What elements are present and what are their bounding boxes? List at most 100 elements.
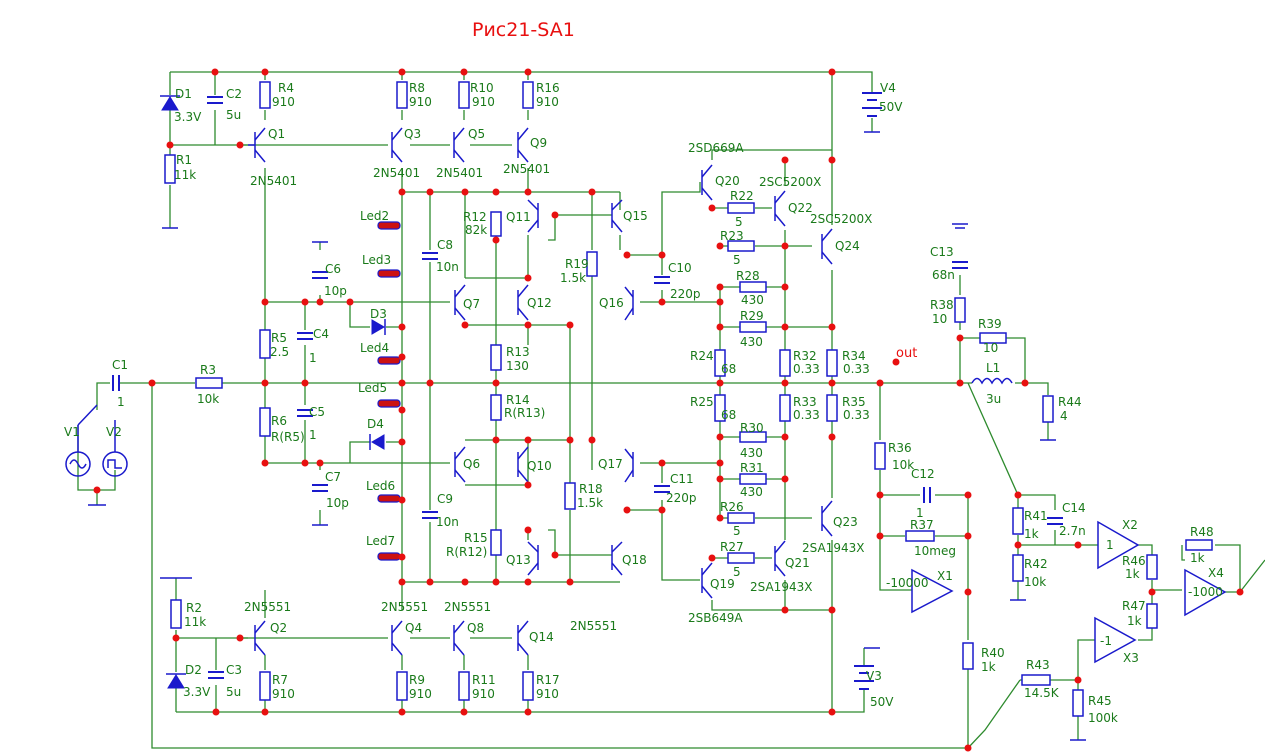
amp-X2: [1097, 520, 1140, 570]
svg-text:10n: 10n: [436, 515, 459, 529]
svg-text:Q17: Q17: [598, 457, 623, 471]
svg-text:2N5551: 2N5551: [444, 600, 491, 614]
svg-text:R5: R5: [271, 331, 287, 345]
transistor-Q18: [611, 541, 623, 576]
svg-text:R35: R35: [842, 395, 866, 409]
resistor-R30: [739, 431, 767, 443]
led-Led4: [377, 356, 401, 365]
resistor-R23: [727, 240, 755, 252]
svg-text:Q9: Q9: [530, 136, 547, 150]
svg-text:430: 430: [740, 335, 763, 349]
transistor-Q15: [611, 199, 623, 233]
output-node-label: out: [896, 346, 917, 361]
svg-text:R24: R24: [690, 349, 714, 363]
svg-text:5: 5: [733, 524, 741, 538]
svg-text:130: 130: [506, 359, 529, 373]
resistor-R2: [170, 599, 182, 629]
svg-text:Q18: Q18: [622, 553, 647, 567]
svg-text:Q10: Q10: [527, 459, 552, 473]
svg-text:V4: V4: [880, 81, 896, 95]
svg-text:910: 910: [409, 95, 432, 109]
svg-text:X4: X4: [1208, 566, 1224, 580]
resistor-R44: [1042, 395, 1054, 423]
svg-text:10: 10: [983, 341, 998, 355]
resistor-R45: [1072, 689, 1084, 717]
svg-text:2SC5200X: 2SC5200X: [810, 212, 872, 226]
svg-text:V3: V3: [866, 669, 882, 683]
svg-text:C2: C2: [226, 87, 242, 101]
svg-text:10k: 10k: [892, 458, 914, 472]
svg-text:Q24: Q24: [835, 239, 860, 253]
svg-text:2SA1943X: 2SA1943X: [802, 541, 864, 555]
svg-text:R17: R17: [536, 673, 560, 687]
svg-text:2N5551: 2N5551: [381, 600, 428, 614]
svg-text:1k: 1k: [981, 660, 996, 674]
svg-text:68: 68: [721, 408, 736, 422]
svg-text:10n: 10n: [436, 260, 459, 274]
svg-text:R42: R42: [1024, 557, 1048, 571]
svg-text:220p: 220p: [670, 287, 701, 301]
resistor-R19: [586, 251, 598, 277]
capacitor-C1: [112, 375, 120, 391]
resistor-R42: [1012, 554, 1024, 582]
transistor-Q2: [254, 620, 266, 656]
transistor-Q22: [774, 190, 786, 227]
svg-text:2SB649A: 2SB649A: [688, 611, 743, 625]
capacitor-C12: [923, 487, 931, 503]
capacitor-C4: [297, 332, 313, 340]
capacitor-C2: [207, 96, 223, 104]
svg-text:0.33: 0.33: [843, 362, 870, 376]
resistor-R27: [727, 552, 755, 564]
svg-text:R31: R31: [740, 461, 764, 475]
resistor-R41: [1012, 507, 1024, 535]
svg-text:R27: R27: [720, 540, 744, 554]
wires: [77, 71, 1265, 749]
junction-dots: [93, 68, 1244, 752]
resistor-R46: [1146, 554, 1158, 580]
svg-text:R18: R18: [579, 482, 603, 496]
svg-text:R15: R15: [464, 531, 488, 545]
svg-text:R13: R13: [506, 345, 530, 359]
svg-text:R30: R30: [740, 421, 764, 435]
svg-text:R44: R44: [1058, 395, 1082, 409]
svg-text:10p: 10p: [326, 496, 349, 510]
resistor-R8: [396, 81, 408, 109]
resistor-R16: [522, 81, 534, 109]
resistor-R17: [522, 671, 534, 701]
svg-text:R36: R36: [888, 441, 912, 455]
svg-text:R43: R43: [1026, 658, 1050, 672]
svg-text:68: 68: [721, 362, 736, 376]
svg-text:50V: 50V: [879, 100, 903, 114]
svg-text:Q22: Q22: [788, 201, 813, 215]
svg-text:Led2: Led2: [360, 209, 389, 223]
led-Led3: [377, 269, 401, 278]
transistor-Q24: [821, 228, 833, 265]
resistor-R25: [714, 394, 726, 422]
svg-text:1k: 1k: [1125, 567, 1140, 581]
capacitor-C3: [208, 671, 224, 679]
resistor-R29: [739, 321, 767, 333]
transistor-Q5: [453, 127, 465, 163]
transistor-Q23: [821, 500, 833, 537]
svg-text:C4: C4: [313, 327, 329, 341]
transistor-Q7: [454, 284, 466, 321]
svg-text:X2: X2: [1122, 518, 1138, 532]
svg-text:V2: V2: [106, 425, 122, 439]
svg-text:100k: 100k: [1088, 711, 1118, 725]
svg-text:430: 430: [740, 446, 763, 460]
svg-text:910: 910: [472, 687, 495, 701]
transistor-Q20: [701, 164, 713, 201]
diode-D4: [369, 434, 385, 450]
svg-text:C14: C14: [1062, 501, 1086, 515]
svg-text:R10: R10: [470, 81, 494, 95]
svg-text:R28: R28: [736, 269, 760, 283]
svg-text:1k: 1k: [1127, 614, 1142, 628]
svg-text:R45: R45: [1088, 694, 1112, 708]
svg-text:R33: R33: [793, 395, 817, 409]
svg-text:Led3: Led3: [362, 253, 391, 267]
transistor-Q4: [391, 620, 403, 656]
svg-text:3.3V: 3.3V: [183, 685, 211, 699]
zener-D2: [166, 673, 186, 689]
svg-text:10: 10: [932, 312, 947, 326]
